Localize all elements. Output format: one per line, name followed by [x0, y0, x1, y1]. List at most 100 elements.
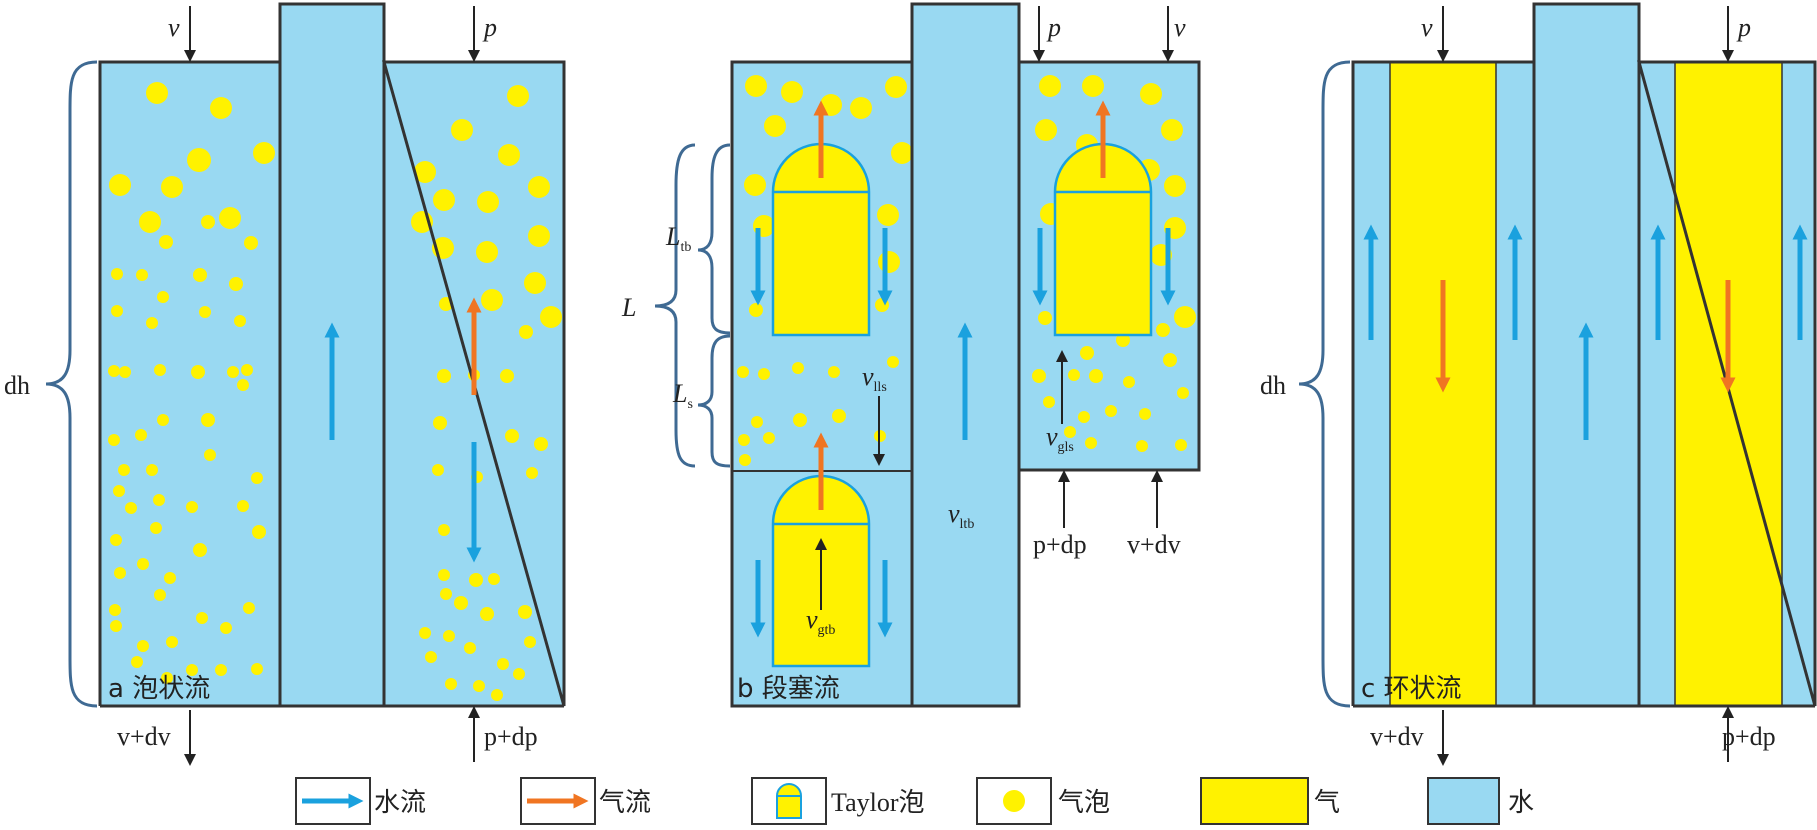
gas-bubble	[119, 366, 131, 378]
gas-bubble	[201, 215, 215, 229]
gas-bubble	[528, 176, 550, 198]
brace-l-total-label: L	[621, 293, 636, 322]
gas-bubble	[1156, 323, 1170, 337]
gas-bubble	[454, 596, 468, 610]
brace-l-tb-label: Ltb	[665, 222, 691, 255]
gas-bubble	[110, 620, 122, 632]
gas-bubble	[518, 605, 532, 619]
gas-bubble	[1032, 369, 1046, 383]
gas-bubble	[219, 207, 241, 229]
gas-bubble	[878, 251, 900, 273]
gas-bubble	[111, 268, 123, 280]
gas-bubble	[139, 211, 161, 233]
gas-bubble	[146, 317, 158, 329]
gas-bubble	[433, 416, 447, 430]
gas-bubble	[229, 277, 243, 291]
gas-bubble	[204, 449, 216, 461]
gas-bubble	[432, 464, 444, 476]
gas-bubble	[438, 524, 450, 536]
gas-bubble	[1082, 75, 1104, 97]
gas-bubble	[1164, 175, 1186, 197]
gas-bubble	[237, 500, 249, 512]
gas-bubble	[469, 573, 483, 587]
gas-bubble	[157, 414, 169, 426]
gas-bubble	[744, 174, 766, 196]
gas-bubble	[137, 558, 149, 570]
gas-bubble	[885, 76, 907, 98]
gas-bubble	[251, 472, 263, 484]
gas-bubble	[146, 464, 158, 476]
panel-c-annular-flow: v p v+dv p+dp c 环状流 dh	[1260, 2, 1817, 766]
gas-bubble	[1163, 353, 1177, 367]
gas-bubble	[524, 272, 546, 294]
gas-bubble	[828, 366, 840, 378]
gas-bubble	[480, 607, 494, 621]
gas-bubble	[745, 75, 767, 97]
gas-bubble	[1068, 369, 1080, 381]
gas-bubble	[528, 225, 550, 247]
gas-bubble	[1064, 426, 1076, 438]
gas-bubble	[251, 663, 263, 675]
gas-bubble	[433, 189, 455, 211]
gas-bubble	[199, 306, 211, 318]
gas-bubble	[758, 368, 770, 380]
brace-l-total	[654, 143, 696, 468]
gas-bubble	[193, 543, 207, 557]
panel-a-top-p: p	[482, 13, 497, 42]
gas-bubble	[253, 142, 275, 164]
brace-l-s-label: Ls	[672, 379, 693, 412]
panel-c-top-v: v	[1421, 13, 1433, 42]
panel-a-brace	[45, 60, 98, 708]
panel-b-top-v: v	[1174, 13, 1186, 42]
panel-c-bottom-pdp: p+dp	[1722, 722, 1776, 751]
gas-bubble	[497, 658, 509, 670]
gas-bubble	[1043, 396, 1055, 408]
legend-item-taylor-bubble: Taylor泡	[751, 777, 925, 825]
gas-bubble	[131, 656, 143, 668]
legend: 水流 气流 Taylor泡 气泡 气 水	[295, 777, 1534, 825]
gas-bubble	[505, 429, 519, 443]
panel-c-tubing-wall	[1532, 2, 1641, 708]
gas-bubble	[1136, 440, 1148, 452]
gas-bubble	[108, 434, 120, 446]
gas-bubble	[891, 142, 913, 164]
gas-bubble	[481, 289, 503, 311]
legend-item-gas-flow: 气流	[520, 777, 651, 825]
gas-bubble	[136, 269, 148, 281]
water-block-icon	[1427, 777, 1500, 825]
gas-bubble	[507, 85, 529, 107]
gas-bubble	[1139, 408, 1151, 420]
gas-bubble	[166, 636, 178, 648]
gas-bubble	[111, 305, 123, 317]
panel-c-label: c 环状流	[1361, 674, 1462, 704]
legend-item-water: 水	[1427, 777, 1534, 825]
gas-bubble	[252, 525, 266, 539]
gas-bubble	[419, 627, 431, 639]
gas-bubble	[832, 409, 846, 423]
panel-a-annulus-left	[100, 62, 280, 706]
gas-bubble	[237, 379, 249, 391]
gas-bubble	[524, 636, 536, 648]
gas-bubble	[751, 416, 763, 428]
gas-bubble	[749, 303, 763, 317]
gas-bubble	[526, 467, 538, 479]
gas-bubble	[110, 534, 122, 546]
panel-b-top-p: p	[1046, 13, 1061, 42]
gas-bubble	[244, 236, 258, 250]
gas-bubble	[146, 82, 168, 104]
gas-bubble	[241, 364, 253, 376]
gas-bubble	[540, 306, 562, 328]
panel-c-top-p: p	[1736, 13, 1751, 42]
legend-label-water-flow: 水流	[374, 788, 426, 818]
gas-bubble	[877, 204, 899, 226]
gas-bubble	[1140, 83, 1162, 105]
gas-bubble	[187, 148, 211, 172]
panel-b-right-outline	[1017, 60, 1201, 472]
panel-b-label: b 段塞流	[737, 674, 840, 704]
gas-bubble-icon	[1003, 790, 1025, 812]
gas-bubble	[164, 572, 176, 584]
gas-bubble	[781, 81, 803, 103]
gas-bubble	[491, 689, 503, 701]
gas-bubble	[1080, 346, 1094, 360]
